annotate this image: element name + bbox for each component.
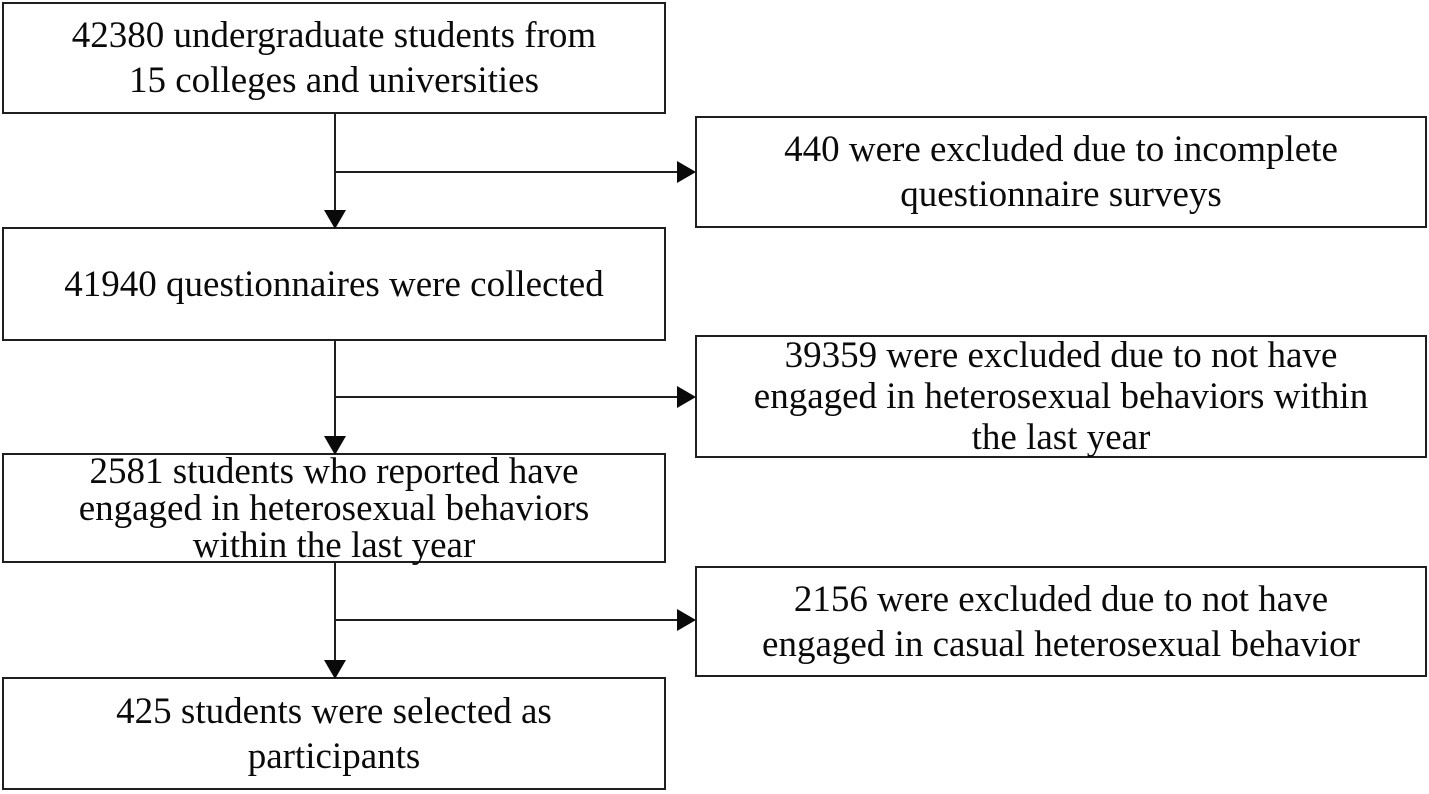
connector-branch-2 bbox=[335, 396, 677, 398]
down-arrowhead-1-icon bbox=[324, 210, 346, 229]
flow-step-questionnaires-collected: 41940 questionnaires were collected bbox=[2, 227, 666, 341]
exclusion-box-no-heterosexual-behaviors-text: 39359 were excluded due to not have enga… bbox=[753, 335, 1369, 458]
flow-step-engaged-heterosexual-behaviors: 2581 students who reported have engaged … bbox=[2, 450, 666, 566]
flow-step-initial-sample: 42380 undergraduate students from 15 col… bbox=[2, 2, 666, 114]
exclusion-box-no-casual-heterosexual-behavior: 2156 were excluded due to not have engag… bbox=[695, 566, 1427, 677]
flow-step-initial-sample-text: 42380 undergraduate students from 15 col… bbox=[71, 15, 597, 101]
connector-branch-1 bbox=[335, 171, 677, 173]
exclusion-box-no-casual-heterosexual-behavior-text: 2156 were excluded due to not have engag… bbox=[762, 578, 1360, 665]
connector-vertical-2 bbox=[334, 341, 336, 436]
exclusion-box-incomplete-surveys: 440 were excluded due to incomplete ques… bbox=[695, 116, 1427, 228]
connector-vertical-1 bbox=[334, 114, 336, 210]
flow-step-engaged-heterosexual-behaviors-text: 2581 students who reported have engaged … bbox=[78, 450, 590, 566]
exclusion-box-no-heterosexual-behaviors: 39359 were excluded due to not have enga… bbox=[695, 335, 1427, 458]
exclusion-box-incomplete-surveys-text: 440 were excluded due to incomplete ques… bbox=[784, 129, 1338, 215]
flow-step-final-participants-text: 425 students were selected as participan… bbox=[116, 690, 552, 777]
connector-vertical-3 bbox=[334, 563, 336, 660]
right-arrowhead-2-icon bbox=[677, 386, 696, 408]
right-arrowhead-3-icon bbox=[677, 609, 696, 631]
down-arrowhead-2-icon bbox=[324, 436, 346, 455]
flow-step-questionnaires-collected-text: 41940 questionnaires were collected bbox=[64, 263, 604, 305]
connector-branch-3 bbox=[335, 619, 677, 621]
flow-step-final-participants: 425 students were selected as participan… bbox=[2, 677, 666, 790]
down-arrowhead-3-icon bbox=[324, 660, 346, 679]
right-arrowhead-1-icon bbox=[677, 161, 696, 183]
